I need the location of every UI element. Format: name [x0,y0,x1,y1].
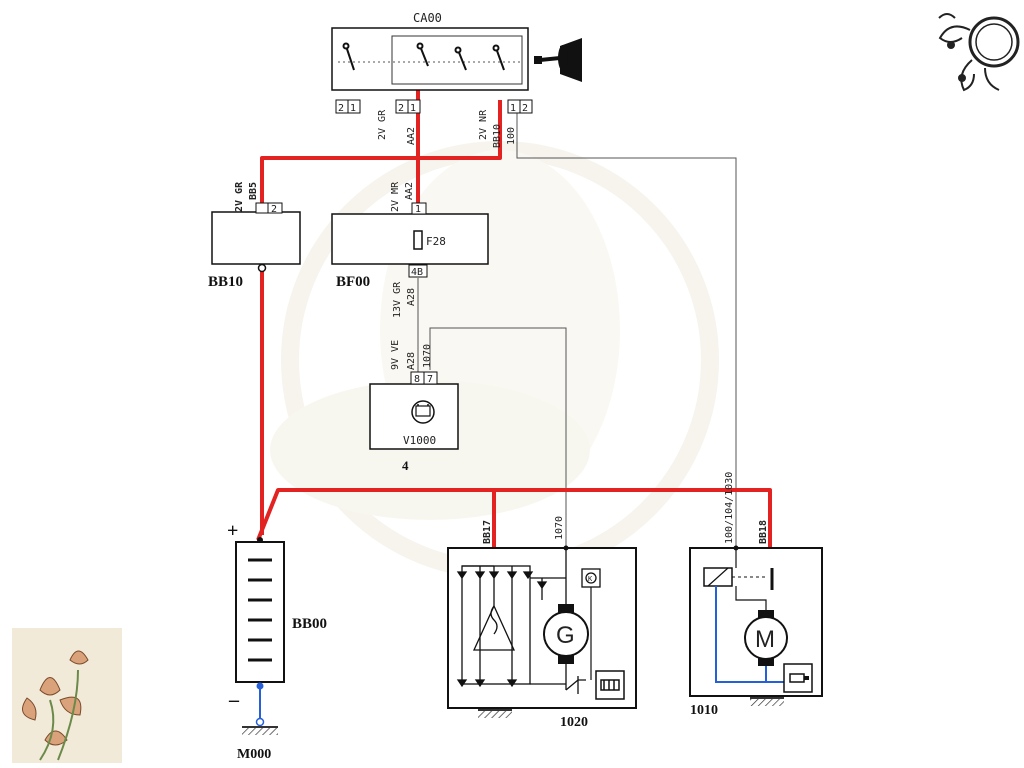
diode-bridge-icon [456,548,586,694]
bf00-wire-label: AA2 [404,182,415,200]
bf00-connector-label: 2V MR [390,181,401,212]
ca00-pin-label: 1 [410,103,416,114]
v1000-label: V1000 [403,434,436,447]
watermark-background [270,141,719,579]
ca00-wire-label: 100 [506,127,517,145]
ca00-pin-label: 2 [398,103,404,114]
fuse-icon [413,230,423,250]
bf00-wire-label: A28 [406,288,417,306]
battery-bb00: + – BB00 [227,520,327,711]
ground-symbol [750,697,784,706]
starter-1010: 100/104/1030 BB18 M [689,472,823,718]
ground-symbol [478,709,512,718]
bf00-pin-label: 4B [411,267,423,278]
ca00-pin-label: 1 [510,103,516,114]
bb10-pin-label: 2 [271,204,277,215]
battery-symbol [248,558,272,662]
box-bf00: 1 F28 4B 2V MR AA2 13V GR A28 BF00 [331,181,489,318]
starter-icon [783,663,813,693]
ground-symbol [242,726,278,735]
regulator-icon [595,670,625,700]
thin-wires [417,113,737,548]
battery-label: BB00 [292,616,327,632]
ignition-switch: CA00 2 1 2 1 1 2 2V GR AA2 2V NR BB10 10… [331,11,533,148]
motor-icon: M [744,610,788,666]
ignition-switch-label: CA00 [413,11,442,25]
bb10-wire-label: BB5 [248,182,259,200]
alternator-1020: BB17 1070 K [447,516,637,730]
generator-label: G [556,622,575,649]
battery-plus: + [227,520,238,542]
bb10-label: BB10 [208,274,243,290]
v1000-pin-label: 8 [414,374,420,385]
starter-wire-label: BB18 [758,520,769,544]
ca00-wire-label: BB10 [492,124,503,148]
v1000-note: 4 [402,458,409,473]
v1000-connector-label: 9V VE [390,340,401,370]
battery-minus: – [228,689,240,711]
bb10-connector-label: 2V GR [234,181,245,212]
ground-m000: M000 [237,688,278,762]
alternator-wire-label: 1070 [554,516,565,540]
ca00-wire-label: AA2 [406,127,417,145]
starter-label: 1010 [690,703,718,718]
generator-icon: G [543,604,589,664]
box-bb10: 2 2V GR BB5 BB10 [208,181,301,290]
v1000-wire-label: A28 [406,352,417,370]
bf00-label: BF00 [336,274,370,290]
v1000-wire-label: 1070 [422,344,433,368]
alternator-label: 1020 [560,715,588,730]
v1000-pin-label: 7 [427,374,433,385]
ca00-pin-label: 2 [338,103,344,114]
ca00-connector-label: 2V NR [478,109,489,140]
ca00-connector-label: 2V GR [377,109,388,140]
svg-text:K: K [588,575,593,583]
key-icon [534,38,582,82]
warning-lamp-icon [411,400,435,424]
bf00-pin-label: 1 [415,204,421,215]
bf00-connector-label: 13V GR [392,281,403,318]
starter-wire-label: 100/104/1030 [724,472,735,544]
flourish-ornament [938,13,1020,92]
fuse-label: F28 [426,235,446,248]
flower-ornament [12,628,122,763]
motor-label: M [755,626,775,653]
solenoid-icon [703,567,774,610]
ca00-pin-label: 2 [522,103,528,114]
box-v1000: 8 7 9V VE A28 1070 V1000 4 [369,340,459,473]
alternator-wire-label: BB17 [482,520,493,544]
ca00-pin-label: 1 [350,103,356,114]
ground-label: M000 [237,747,271,762]
